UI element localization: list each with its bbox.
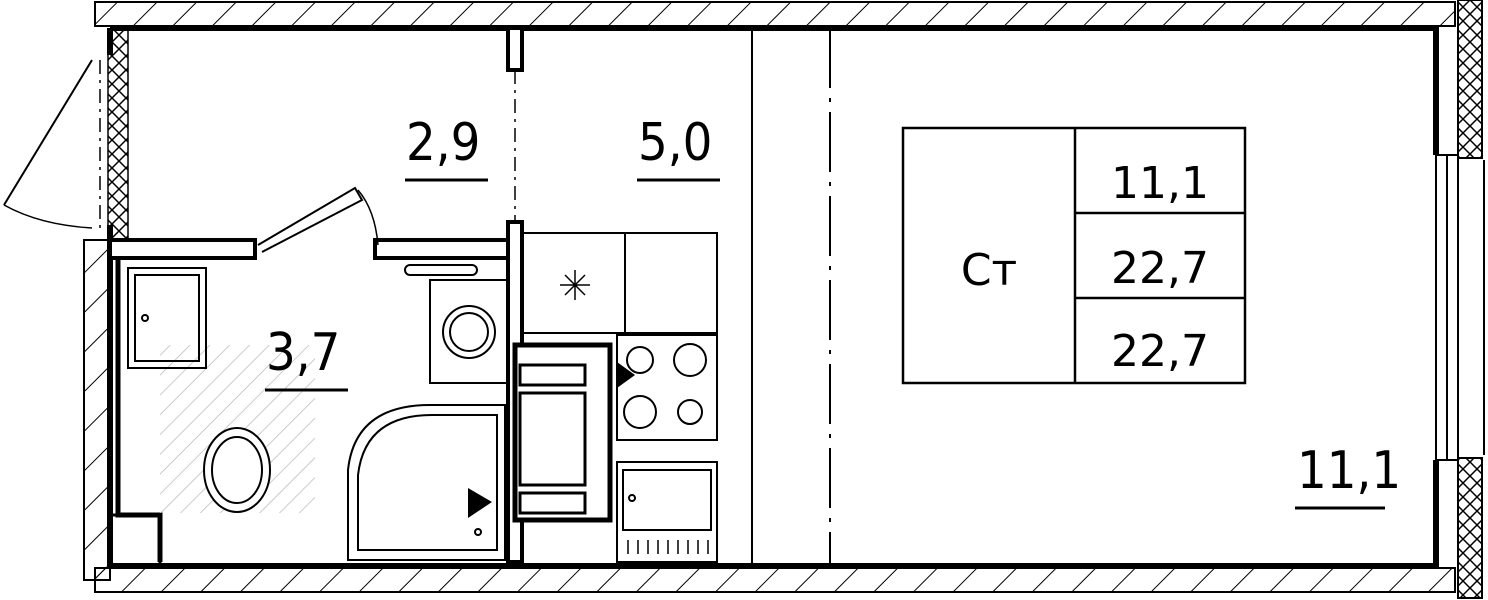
toilet — [203, 427, 271, 513]
room-label-living: 11,1 — [1295, 441, 1401, 510]
bathroom-area: 3,7 — [266, 323, 340, 383]
table-total-area: 22,7 — [1111, 243, 1209, 294]
exterior-walls — [83, 0, 1483, 599]
table-living-area: 11,1 — [1111, 158, 1209, 209]
entrance-door — [3, 59, 101, 229]
bathroom-door — [257, 186, 379, 253]
kitchen-area: 5,0 — [638, 113, 712, 173]
room-label-bathroom: 3,7 — [265, 323, 348, 392]
washing-machine — [429, 279, 509, 384]
summary-table: Ст 11,1 22,7 22,7 — [901, 126, 1247, 385]
kitchen-fixtures — [512, 232, 718, 563]
table-total-area-with-balcony: 22,7 — [1111, 326, 1209, 377]
refrigerator — [512, 342, 613, 523]
apartment-type: Ст — [961, 245, 1017, 296]
interior-walls — [108, 26, 831, 567]
window — [1435, 154, 1485, 461]
bathroom-fixtures — [127, 264, 509, 561]
shower — [347, 404, 506, 561]
hall-area: 2,9 — [406, 113, 480, 173]
ventilation-symbol — [560, 270, 590, 300]
sink — [127, 267, 207, 369]
room-label-hall: 2,9 — [405, 113, 488, 182]
living-area: 11,1 — [1297, 441, 1401, 501]
room-label-kitchen: 5,0 — [637, 113, 720, 182]
